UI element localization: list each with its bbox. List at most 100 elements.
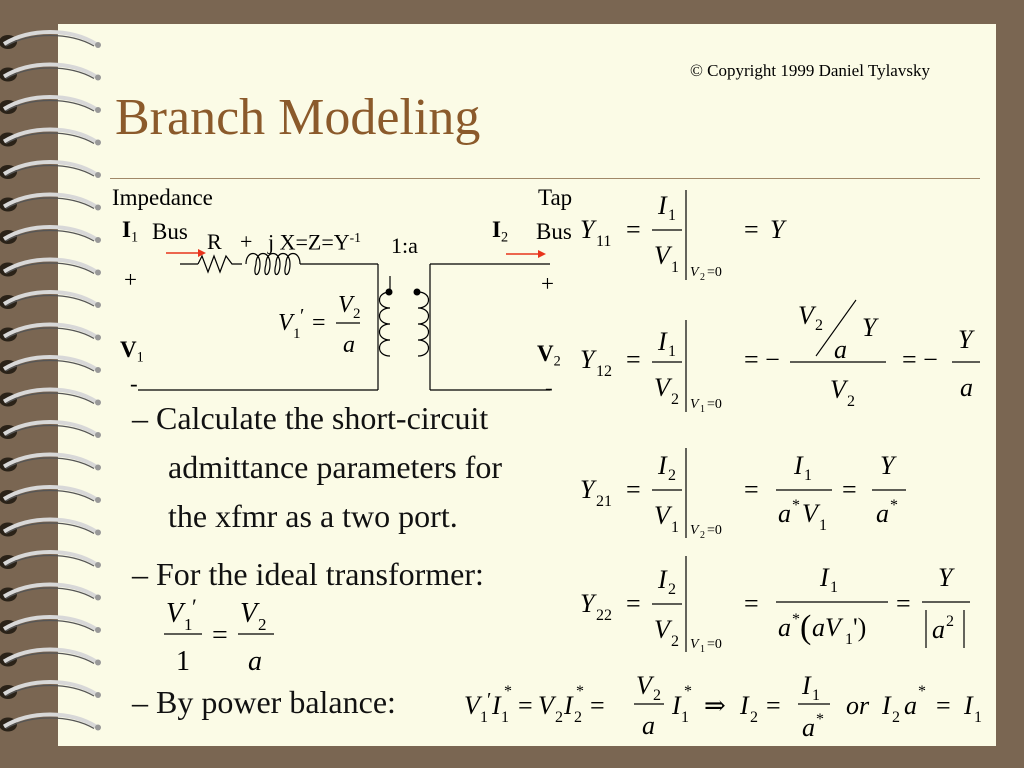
svg-text:V: V	[798, 301, 817, 330]
svg-text:=: =	[518, 691, 533, 720]
svg-text:=: =	[936, 691, 951, 720]
svg-text:V: V	[166, 598, 186, 629]
current-1-label: I1	[122, 217, 139, 246]
svg-text:1: 1	[974, 709, 982, 726]
impedance-label: Impedance	[112, 185, 213, 210]
svg-text:⇒: ⇒	[704, 691, 726, 720]
svg-text:1: 1	[671, 519, 679, 536]
equation-v1prime: V 1 ′ = V 2 a	[278, 292, 361, 358]
svg-text:2: 2	[258, 615, 267, 634]
v1-label: V1	[120, 337, 144, 366]
svg-text:a: a	[802, 713, 815, 742]
svg-text:I: I	[739, 691, 750, 720]
spiral-binding	[0, 30, 101, 732]
svg-text:1: 1	[293, 326, 301, 342]
svg-text:*: *	[890, 497, 898, 514]
svg-text:a: a	[932, 615, 945, 644]
svg-text:2: 2	[353, 306, 361, 322]
svg-text:=: =	[212, 620, 228, 651]
primary-coil	[378, 291, 391, 357]
svg-text:I: I	[657, 565, 668, 594]
svg-text:V: V	[240, 598, 260, 629]
svg-text:2: 2	[671, 633, 679, 650]
svg-text:=0: =0	[707, 265, 722, 280]
svg-text:22: 22	[596, 607, 612, 624]
svg-text:12: 12	[596, 363, 612, 380]
spiral-ring	[0, 647, 101, 667]
svg-text:= −: = −	[744, 345, 780, 374]
svg-text:a: a	[778, 613, 791, 642]
svg-text:Y: Y	[580, 475, 597, 504]
svg-text:V: V	[690, 637, 700, 652]
svg-text:=: =	[896, 589, 911, 618]
svg-text:I: I	[491, 691, 502, 720]
svg-text:a: a	[834, 335, 847, 364]
svg-text:I: I	[801, 671, 812, 700]
svg-text:V: V	[654, 241, 673, 270]
svg-text:2: 2	[815, 317, 823, 334]
svg-text:11: 11	[596, 233, 611, 250]
turns-ratio-label: 1:a	[391, 233, 418, 258]
spiral-ring	[0, 615, 101, 634]
svg-text:21: 21	[596, 493, 612, 510]
svg-text:*: *	[792, 497, 800, 514]
svg-text:V: V	[830, 375, 849, 404]
spiral-ring	[0, 550, 101, 569]
transformer-circuit	[138, 249, 550, 391]
spiral-ring	[0, 95, 101, 114]
copyright-text: © Copyright 1999 Daniel Tylavsky	[690, 61, 930, 80]
svg-text:Y: Y	[580, 589, 597, 618]
svg-text:Y: Y	[770, 215, 787, 244]
spiral-ring	[0, 127, 101, 147]
svg-text:′: ′	[300, 305, 304, 327]
svg-text:Y: Y	[938, 563, 955, 592]
svg-text:=: =	[766, 691, 781, 720]
reactance-label: j X=Z=Y-1	[268, 229, 361, 255]
svg-text:2: 2	[574, 709, 582, 726]
svg-text:=: =	[744, 475, 759, 504]
svg-text:a: a	[248, 646, 262, 677]
svg-text:=: =	[744, 589, 759, 618]
spiral-ring	[0, 452, 101, 472]
svg-text:I: I	[563, 691, 574, 720]
svg-text:2: 2	[668, 467, 676, 484]
spiral-ring	[0, 387, 101, 407]
svg-text:I: I	[657, 327, 668, 356]
svg-text:a: a	[343, 332, 355, 358]
svg-text:1: 1	[812, 687, 820, 704]
svg-text:V: V	[654, 501, 673, 530]
svg-text:V: V	[654, 615, 673, 644]
svg-text:Y: Y	[580, 345, 597, 374]
svg-text:Y: Y	[880, 451, 897, 480]
svg-text:*: *	[918, 683, 926, 700]
svg-text:a: a	[642, 711, 655, 740]
svg-text:V: V	[654, 373, 673, 402]
tap-label: Tap	[538, 185, 573, 210]
svg-text:=: =	[312, 310, 326, 336]
svg-text:V: V	[690, 265, 700, 280]
svg-text:′: ′	[487, 689, 491, 711]
svg-text:2: 2	[668, 581, 676, 598]
svg-text:a: a	[778, 499, 791, 528]
svg-text:2: 2	[653, 687, 661, 704]
or-text: or	[846, 691, 870, 720]
svg-text:1: 1	[671, 259, 679, 276]
svg-text:(: (	[800, 609, 811, 646]
svg-text:V: V	[278, 310, 295, 336]
svg-text:2: 2	[700, 272, 705, 282]
svg-text:I: I	[657, 191, 668, 220]
svg-text:1: 1	[501, 709, 509, 726]
svg-text:1: 1	[700, 404, 705, 415]
svg-text:2: 2	[847, 393, 855, 410]
svg-text:1: 1	[700, 644, 705, 655]
spiral-ring	[0, 30, 101, 49]
bullet-3: – By power balance:	[132, 684, 396, 720]
spiral-ring	[0, 582, 101, 602]
svg-text:V: V	[464, 691, 483, 720]
spiral-ring	[0, 420, 101, 439]
svg-text:a: a	[876, 499, 889, 528]
spiral-ring	[0, 160, 101, 179]
svg-text:V: V	[690, 523, 700, 538]
svg-text:2: 2	[892, 709, 900, 726]
